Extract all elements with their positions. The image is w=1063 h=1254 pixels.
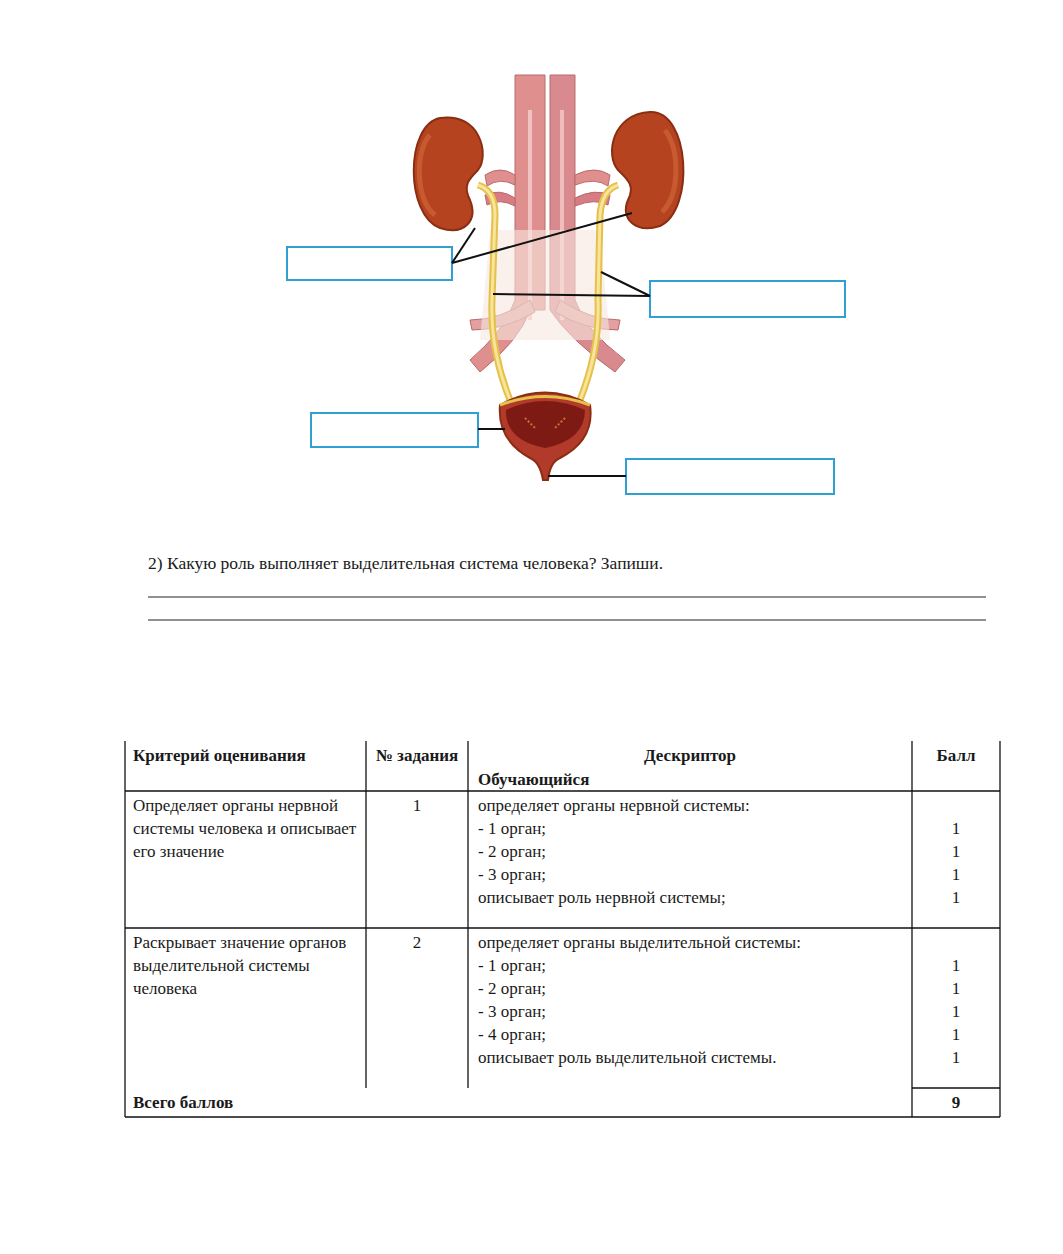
score-cell: 1 bbox=[914, 954, 998, 977]
descriptor-line: описывает роль выделительной системы. bbox=[478, 1046, 908, 1069]
answer-line bbox=[148, 597, 986, 620]
criterion-cell: Определяет органы нервной системы челове… bbox=[133, 794, 358, 863]
bladder-drawing bbox=[500, 393, 591, 481]
task-number: 2 bbox=[368, 931, 466, 954]
descriptor-line: - 2 орган; bbox=[478, 977, 908, 1000]
descriptor-line: - 2 орган; bbox=[478, 840, 908, 863]
descriptor-line: определяет органы нервной системы: bbox=[478, 794, 908, 817]
descriptor-line: - 4 орган; bbox=[478, 1023, 908, 1046]
score-cell: 1 bbox=[914, 977, 998, 1000]
score-cell: 1 bbox=[914, 863, 998, 886]
ureter-drawing bbox=[478, 185, 618, 400]
descriptor-line: - 1 орган; bbox=[478, 954, 908, 977]
kidney-drawing bbox=[414, 112, 684, 230]
table-header: Балл bbox=[914, 744, 998, 767]
total-score: 9 bbox=[914, 1091, 998, 1114]
table-header: № задания bbox=[368, 744, 466, 767]
task-number: 1 bbox=[368, 794, 466, 817]
descriptor-line: - 3 орган; bbox=[478, 863, 908, 886]
score-cell: 1 bbox=[914, 1046, 998, 1069]
score-cell: 1 bbox=[914, 1023, 998, 1046]
question-text: 2) Какую роль выполняет выделительная си… bbox=[148, 552, 1008, 575]
total-label: Всего баллов bbox=[133, 1091, 433, 1114]
leader-line bbox=[452, 213, 650, 476]
score-cell: 1 bbox=[914, 840, 998, 863]
score-cell: 1 bbox=[914, 1000, 998, 1023]
table-header: Дескриптор bbox=[470, 744, 910, 767]
score-cell: 1 bbox=[914, 886, 998, 909]
answer-box bbox=[287, 247, 845, 494]
table-header: Обучающийся bbox=[478, 768, 778, 791]
descriptor-line: определяет органы выделительной системы: bbox=[478, 931, 908, 954]
table-header: Критерий оценивания bbox=[133, 744, 363, 767]
descriptor-line: - 1 орган; bbox=[478, 817, 908, 840]
score-cell: 1 bbox=[914, 817, 998, 840]
table-grid bbox=[125, 741, 1000, 1117]
descriptor-line: - 3 орган; bbox=[478, 1000, 908, 1023]
criterion-cell: Раскрывает значение органов выделительно… bbox=[133, 931, 358, 1000]
descriptor-line: описывает роль нервной системы; bbox=[478, 886, 908, 909]
